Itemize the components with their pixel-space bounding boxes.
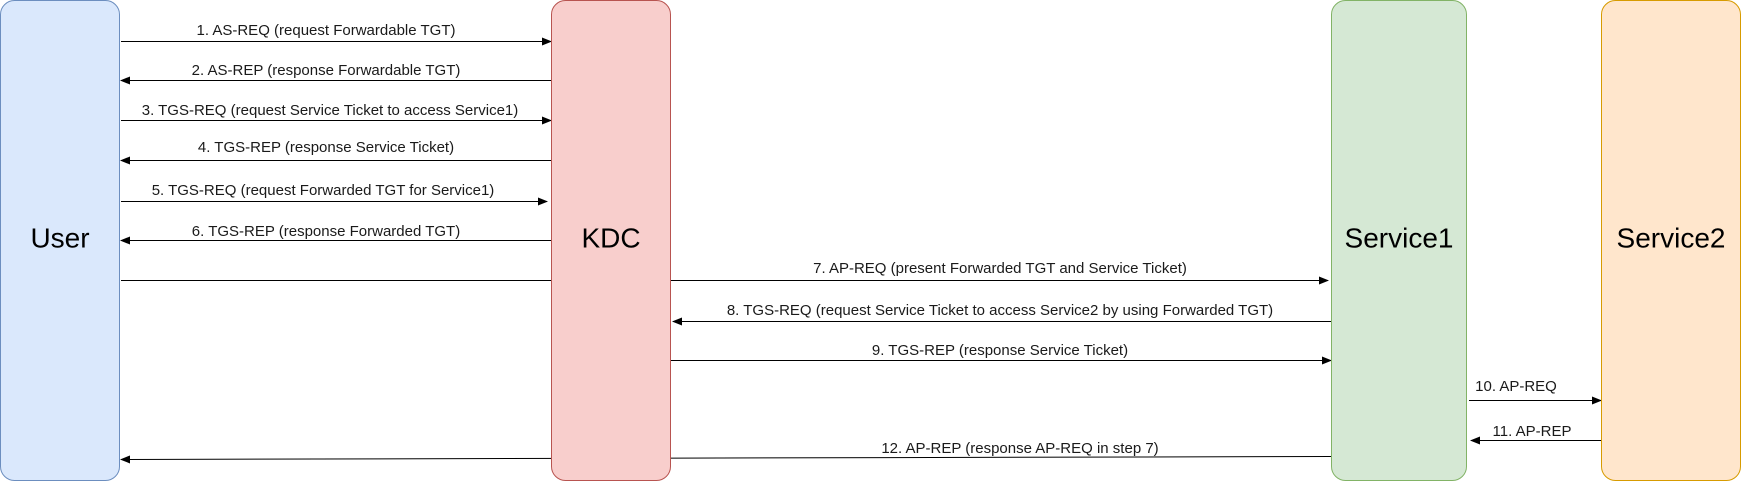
- message-label-12: 12. AP-REP (response AP-REQ in step 7): [881, 440, 1158, 457]
- message-label-6: 6. TGS-REP (response Forwarded TGT): [192, 223, 460, 240]
- message-label-11: 11. AP-REP: [1493, 423, 1572, 440]
- actor-label-service2: Service2: [1617, 222, 1726, 253]
- message-label-5: 5. TGS-REQ (request Forwarded TGT for Se…: [152, 182, 495, 199]
- actor-label-service1: Service1: [1345, 222, 1454, 253]
- actor-label-user: User: [30, 222, 89, 253]
- message-label-7: 7. AP-REQ (present Forwarded TGT and Ser…: [813, 260, 1187, 277]
- actor-label-kdc: KDC: [581, 222, 640, 253]
- message-label-4: 4. TGS-REP (response Service Ticket): [198, 139, 454, 156]
- message-label-9: 9. TGS-REP (response Service Ticket): [872, 342, 1128, 359]
- message-label-8: 8. TGS-REQ (request Service Ticket to ac…: [727, 302, 1273, 319]
- message-label-2: 2. AS-REP (response Forwardable TGT): [192, 62, 461, 79]
- message-label-10: 10. AP-REQ: [1475, 378, 1557, 395]
- message-label-3: 3. TGS-REQ (request Service Ticket to ac…: [142, 102, 519, 119]
- messages-layer: 1. AS-REQ (request Forwardable TGT) 2. AS…: [120, 22, 1602, 464]
- message-arrow-12: [120, 455, 1332, 464]
- message-label-1: 1. AS-REQ (request Forwardable TGT): [197, 22, 456, 39]
